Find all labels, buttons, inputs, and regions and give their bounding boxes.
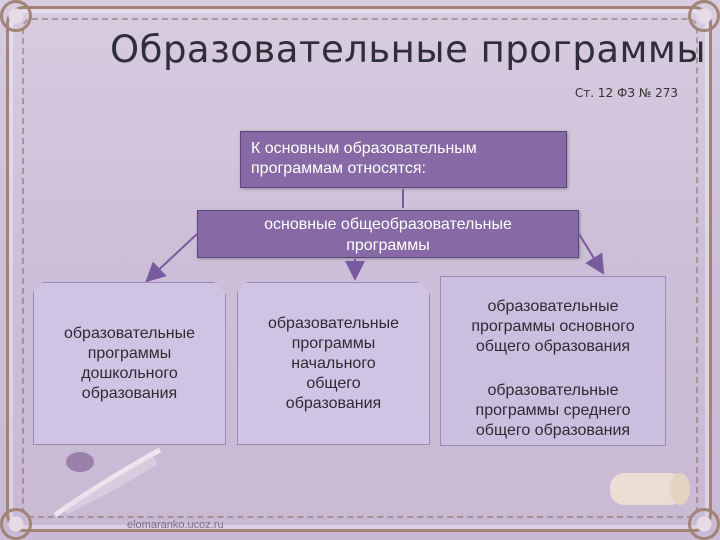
main-programs-line2: программам относятся:: [251, 160, 426, 177]
main-programs-box: К основным образовательным программам от…: [240, 131, 567, 188]
item-line: общего: [306, 374, 361, 392]
secondary-education-box: образовательные программы основного обще…: [440, 276, 666, 446]
decorative-frame-inner: [22, 18, 698, 518]
item-line: общего образования: [475, 338, 631, 355]
item-line: образовательные: [63, 324, 196, 342]
general-education-box: основные общеобразовательные программы: [197, 210, 579, 258]
item-line: общего образования: [475, 422, 631, 439]
general-education-line2: программы: [346, 237, 430, 254]
item-line: начального: [291, 354, 376, 372]
item-line: образовательные: [267, 314, 400, 332]
preschool-education-box: образовательные программы дошкольного об…: [33, 282, 226, 445]
decorative-frame: [6, 6, 712, 532]
item-line: образовательные: [487, 382, 619, 399]
item-line: образовательные: [487, 298, 619, 315]
main-programs-line1: К основным образовательным: [251, 140, 477, 157]
secondary-general-education-text: образовательные программы среднего общег…: [441, 381, 665, 441]
item-line: программы среднего: [475, 402, 631, 419]
item-line: программы: [87, 344, 172, 362]
page-title: Образовательные программы: [110, 28, 707, 71]
frame-corner-ornament: [0, 508, 32, 540]
frame-corner-ornament: [0, 0, 32, 32]
basic-general-education-text: образовательные программы основного обще…: [441, 297, 665, 357]
frame-corner-ornament: [688, 0, 720, 32]
law-reference: Ст. 12 ФЗ № 273: [574, 86, 678, 100]
arrow-to-preschool: [145, 233, 198, 283]
quill-ink-decoration: [53, 447, 162, 518]
item-line: программы основного: [471, 318, 635, 335]
item-line: образования: [285, 394, 382, 412]
item-line: дошкольного: [81, 364, 178, 382]
general-education-line1: основные общеобразовательные: [264, 216, 512, 233]
item-line: образования: [81, 384, 178, 402]
primary-education-box: образовательные программы начального общ…: [237, 282, 430, 445]
arrow-to-basic-secondary: [578, 233, 605, 275]
website-watermark: elomaranko.ucoz.ru: [127, 519, 224, 531]
scroll-decoration: [610, 473, 690, 505]
frame-corner-ornament: [688, 508, 720, 540]
item-line: программы: [291, 334, 376, 352]
